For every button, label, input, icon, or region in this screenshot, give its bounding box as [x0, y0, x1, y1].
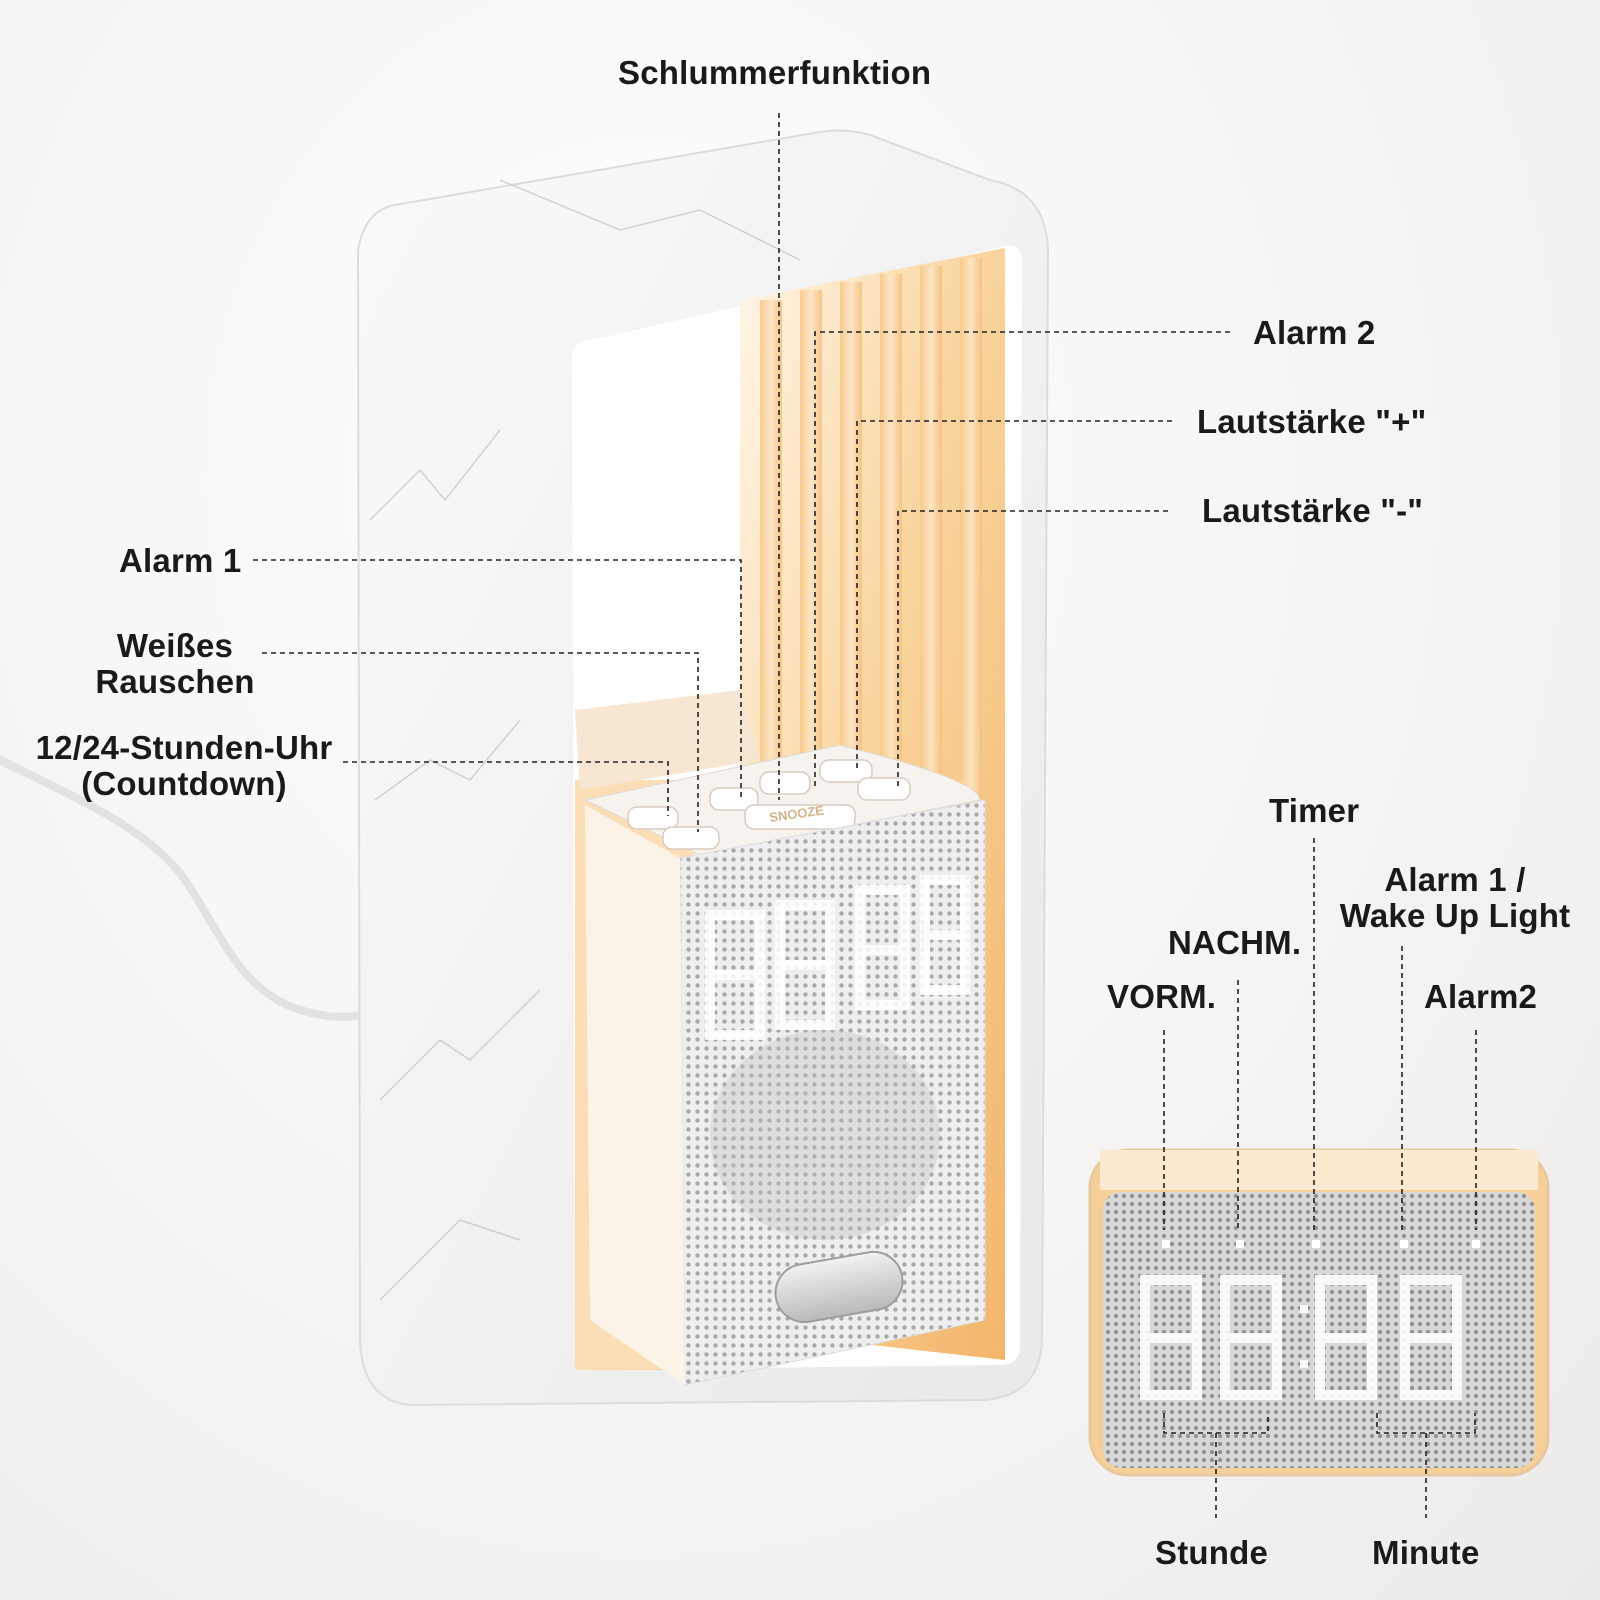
top-buttons: [627, 759, 911, 850]
volume-knob: [774, 1250, 904, 1324]
label-timer: Timer: [1269, 792, 1360, 829]
power-cord: [0, 756, 379, 1021]
label-white-noise-line2: Rauschen: [95, 663, 255, 700]
label-white-noise: Weißes Rauschen: [90, 628, 260, 700]
label-hour: Stunde: [1155, 1534, 1269, 1571]
label-volume-up: Lautstärke "+": [1197, 403, 1427, 440]
label-minute: Minute: [1372, 1534, 1480, 1571]
label-white-noise-line1: Weißes: [116, 627, 234, 664]
label-am: VORM.: [1107, 978, 1217, 1015]
label-alarm-1: Alarm 1: [119, 542, 242, 579]
label-alarm2-display: Alarm2: [1424, 978, 1538, 1015]
marble-veins: [369, 179, 801, 1301]
label-volume-down: Lautstärke "-": [1202, 492, 1424, 529]
label-alarm1-wakeup: Alarm 1 / Wake Up Light: [1330, 862, 1580, 934]
led-digits: [705, 875, 970, 1040]
label-alarm1-wakeup-line2: Wake Up Light: [1339, 897, 1571, 934]
label-clock-mode: 12/24-Stunden-Uhr (Countdown): [25, 730, 343, 802]
label-snooze: Schlummerfunktion: [618, 54, 932, 91]
label-clock-mode-line2: (Countdown): [81, 765, 287, 802]
label-alarm-2: Alarm 2: [1253, 314, 1376, 351]
display-closeup: [1088, 1148, 1550, 1477]
leader-lines: [253, 113, 1477, 1518]
label-clock-mode-line1: 12/24-Stunden-Uhr: [35, 729, 333, 766]
label-pm: NACHM.: [1168, 924, 1302, 961]
label-alarm1-wakeup-line1: Alarm 1 /: [1384, 861, 1526, 898]
